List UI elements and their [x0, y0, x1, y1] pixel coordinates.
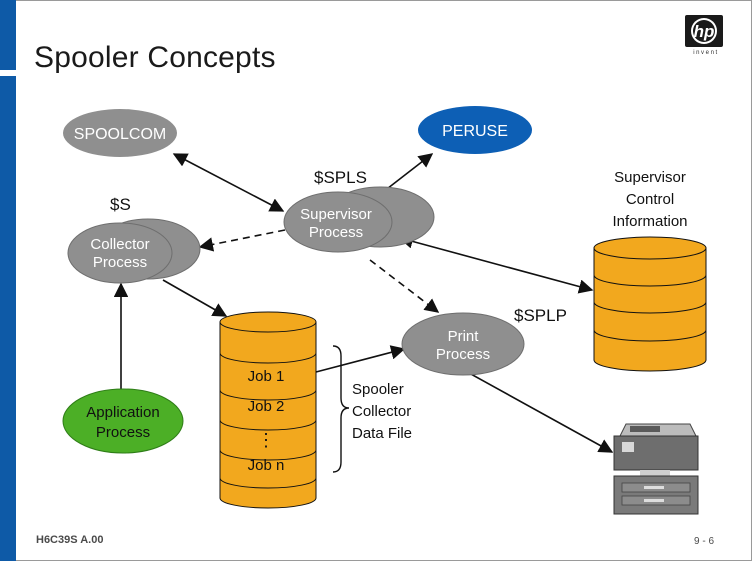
print-node	[401, 312, 525, 376]
spls-label: $SPLS	[314, 168, 367, 187]
collector-data-file	[219, 311, 317, 509]
collector-label-1: Collector	[90, 236, 149, 253]
job-dots-label: ⋮	[257, 430, 275, 450]
job-2-label: Job 2	[248, 398, 285, 415]
hp-logo-mark: hp	[685, 15, 723, 47]
data-file-brace	[332, 345, 350, 473]
arrow-supervisor-print-dashed	[369, 259, 440, 313]
job-n-label: Job n	[248, 457, 285, 474]
control-info-caption-3: Information	[612, 213, 687, 230]
application-label-2: Process	[96, 424, 150, 441]
hp-logo-text: hp	[694, 22, 715, 41]
supervisor-label-1: Supervisor	[300, 206, 372, 223]
hp-logo: hp	[684, 14, 724, 48]
peruse-label: PERUSE	[442, 123, 508, 140]
printer-icon	[613, 423, 699, 515]
arrow-supervisor-collector-dashed	[198, 229, 286, 252]
data-file-caption-1: Spooler	[352, 381, 404, 398]
control-info-caption-2: Control	[626, 191, 674, 208]
arrow-supervisor-control-info	[398, 234, 594, 294]
collector-label-2: Process	[93, 254, 147, 271]
application-label-1: Application	[86, 404, 159, 421]
supervisor-control-db	[593, 236, 707, 372]
course-code: H6C39S A.00	[36, 534, 104, 546]
spoolcom-node	[63, 109, 177, 157]
page-number: 9 - 6	[694, 536, 715, 547]
supervisor-node	[283, 191, 393, 253]
s-label: $S	[110, 195, 131, 214]
arrow-spoolcom-supervisor	[172, 153, 285, 212]
arrow-supervisor-peruse	[382, 153, 434, 193]
title-notch	[0, 70, 24, 76]
arrow-collector-datafile	[162, 279, 228, 317]
splp-label: $SPLP	[514, 306, 567, 325]
print-label-2: Process	[436, 346, 490, 363]
page-title: Spooler Concepts	[34, 41, 276, 74]
data-file-caption-2: Collector	[352, 403, 411, 420]
arrow-print-printer	[459, 367, 614, 453]
data-file-caption-3: Data File	[352, 425, 412, 442]
collector-node	[67, 222, 173, 284]
peruse-node	[418, 106, 532, 154]
arrow-datafile-print	[315, 345, 406, 373]
job-1-label: Job 1	[248, 368, 285, 385]
application-node	[62, 388, 184, 454]
print-label-1: Print	[448, 328, 480, 345]
accent-bar	[0, 0, 16, 561]
supervisor-label-2: Process	[309, 224, 363, 241]
spoolcom-label: SPOOLCOM	[74, 126, 166, 143]
hp-logo-tagline: invent	[693, 50, 719, 56]
control-info-caption-1: Supervisor	[614, 169, 686, 186]
